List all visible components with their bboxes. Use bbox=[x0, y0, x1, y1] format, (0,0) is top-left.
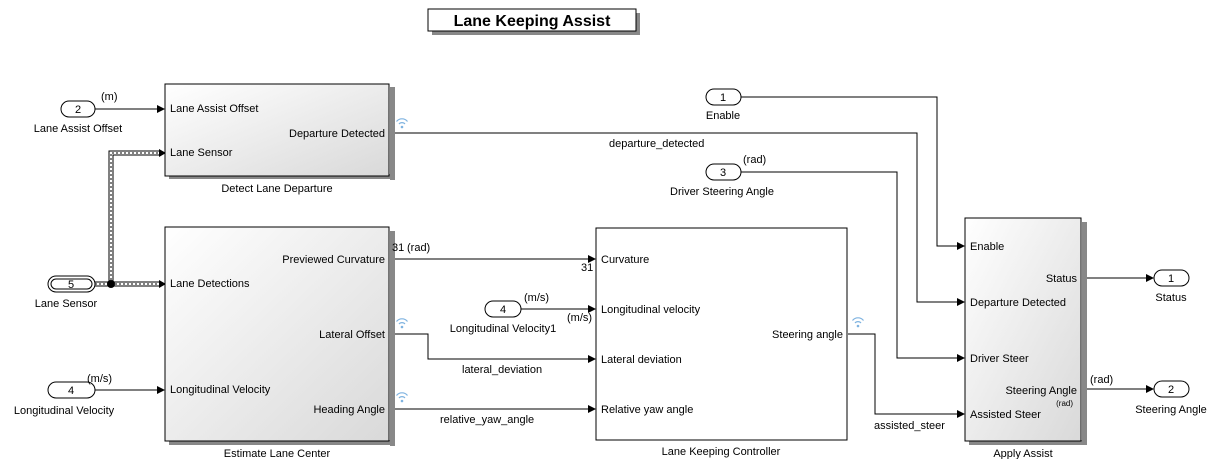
signal-labels: departure_detected lateral_deviation rel… bbox=[392, 138, 945, 432]
svg-text:Enable: Enable bbox=[706, 110, 740, 122]
block-lane-keeping-controller[interactable]: Curvature Longitudinal velocity Lateral … bbox=[595, 227, 848, 458]
svg-text:Lateral Offset: Lateral Offset bbox=[319, 329, 385, 341]
svg-text:(rad): (rad) bbox=[1090, 374, 1113, 386]
svg-text:(m): (m) bbox=[101, 91, 118, 103]
bus-wires bbox=[95, 149, 166, 288]
svg-text:Lane Keeping Assist: Lane Keeping Assist bbox=[454, 13, 611, 30]
block-detect-lane-departure[interactable]: Lane Assist Offset Lane Sensor Departure… bbox=[164, 83, 395, 195]
svg-text:Lane Assist Offset: Lane Assist Offset bbox=[170, 103, 258, 115]
svg-text:1: 1 bbox=[720, 92, 726, 104]
wire-driver-steer bbox=[741, 171, 965, 362]
svg-text:Detect Lane Departure: Detect Lane Departure bbox=[221, 183, 332, 195]
svg-text:Lane Assist Offset: Lane Assist Offset bbox=[34, 123, 122, 135]
inport-lane-sensor[interactable]: 5 Lane Sensor bbox=[35, 275, 98, 310]
svg-text:(rad): (rad) bbox=[743, 154, 766, 166]
svg-text:Apply Assist: Apply Assist bbox=[993, 448, 1052, 459]
inport-lane-assist-offset[interactable]: 2 Lane Assist Offset (m) bbox=[34, 91, 122, 135]
branch-point bbox=[107, 280, 115, 288]
wire-departure-detected bbox=[390, 132, 965, 306]
svg-text:relative_yaw_angle: relative_yaw_angle bbox=[440, 414, 534, 426]
svg-text:5: 5 bbox=[68, 279, 74, 291]
svg-text:Driver Steer: Driver Steer bbox=[970, 353, 1029, 365]
svg-text:(m/s): (m/s) bbox=[87, 373, 112, 385]
block-estimate-lane-center[interactable]: Lane Detections Longitudinal Velocity Pr… bbox=[164, 226, 395, 459]
inport-driver-steering-angle[interactable]: 3 Driver Steering Angle (rad) bbox=[670, 154, 774, 198]
svg-text:Longitudinal Velocity1: Longitudinal Velocity1 bbox=[450, 323, 556, 335]
test-point-icon bbox=[396, 318, 408, 329]
svg-text:(m/s): (m/s) bbox=[524, 292, 549, 304]
svg-text:Departure Detected: Departure Detected bbox=[970, 297, 1066, 309]
svg-text:4: 4 bbox=[68, 385, 74, 397]
svg-text:(rad): (rad) bbox=[1056, 399, 1073, 408]
inport-enable[interactable]: 1 Enable bbox=[705, 88, 742, 122]
test-point-icon bbox=[852, 317, 864, 328]
svg-text:4: 4 bbox=[500, 304, 506, 316]
svg-text:Previewed Curvature: Previewed Curvature bbox=[282, 254, 385, 266]
svg-text:2: 2 bbox=[1168, 384, 1174, 396]
inport-longitudinal-velocity[interactable]: 4 Longitudinal Velocity (m/s) bbox=[14, 373, 115, 417]
svg-text:(m/s): (m/s) bbox=[567, 312, 592, 324]
svg-text:Lateral deviation: Lateral deviation bbox=[601, 354, 682, 366]
inport-longitudinal-velocity1[interactable]: 4 Longitudinal Velocity1 (m/s) bbox=[450, 292, 556, 335]
svg-text:Lane Sensor: Lane Sensor bbox=[170, 147, 233, 159]
svg-text:1: 1 bbox=[1168, 273, 1174, 285]
diagram-title: Lane Keeping Assist bbox=[427, 8, 640, 35]
test-point-icon bbox=[396, 118, 408, 129]
svg-text:31: 31 bbox=[392, 242, 404, 254]
svg-text:Lane Sensor: Lane Sensor bbox=[35, 298, 98, 310]
svg-text:Steering Angle: Steering Angle bbox=[1135, 404, 1207, 416]
svg-text:31: 31 bbox=[581, 262, 593, 274]
svg-text:2: 2 bbox=[75, 104, 81, 116]
svg-text:Longitudinal Velocity: Longitudinal Velocity bbox=[14, 405, 115, 417]
svg-text:(rad): (rad) bbox=[407, 242, 430, 254]
svg-text:assisted_steer: assisted_steer bbox=[874, 420, 945, 432]
svg-text:lateral_deviation: lateral_deviation bbox=[462, 364, 542, 376]
svg-text:Curvature: Curvature bbox=[601, 254, 649, 266]
outport-steering-angle[interactable]: 2 Steering Angle (rad) bbox=[1090, 374, 1207, 416]
outport-status[interactable]: 1 Status bbox=[1153, 269, 1190, 304]
svg-text:Steering angle: Steering angle bbox=[772, 329, 843, 341]
svg-text:Departure Detected: Departure Detected bbox=[289, 128, 385, 140]
wire-enable bbox=[741, 96, 965, 250]
svg-text:Relative yaw angle: Relative yaw angle bbox=[601, 404, 693, 416]
svg-text:Assisted Steer: Assisted Steer bbox=[970, 409, 1041, 421]
svg-text:Driver Steering Angle: Driver Steering Angle bbox=[670, 186, 774, 198]
svg-text:Longitudinal Velocity: Longitudinal Velocity bbox=[170, 384, 271, 396]
svg-text:Lane Detections: Lane Detections bbox=[170, 278, 250, 290]
wire-lateral-deviation bbox=[390, 333, 596, 363]
svg-text:Estimate Lane Center: Estimate Lane Center bbox=[224, 448, 331, 459]
svg-text:Steering Angle: Steering Angle bbox=[1005, 385, 1077, 397]
svg-text:Heading Angle: Heading Angle bbox=[313, 404, 385, 416]
svg-text:Status: Status bbox=[1046, 273, 1078, 285]
wire-assisted-steer bbox=[848, 333, 965, 418]
svg-text:3: 3 bbox=[720, 167, 726, 179]
svg-text:Enable: Enable bbox=[970, 241, 1004, 253]
wires bbox=[95, 96, 1154, 418]
svg-text:departure_detected: departure_detected bbox=[609, 138, 704, 150]
svg-text:Longitudinal velocity: Longitudinal velocity bbox=[601, 304, 701, 316]
svg-text:Status: Status bbox=[1155, 292, 1187, 304]
svg-text:Lane Keeping Controller: Lane Keeping Controller bbox=[662, 446, 781, 458]
block-apply-assist[interactable]: Enable Departure Detected Driver Steer A… bbox=[964, 217, 1087, 459]
test-point-icon bbox=[396, 392, 408, 403]
